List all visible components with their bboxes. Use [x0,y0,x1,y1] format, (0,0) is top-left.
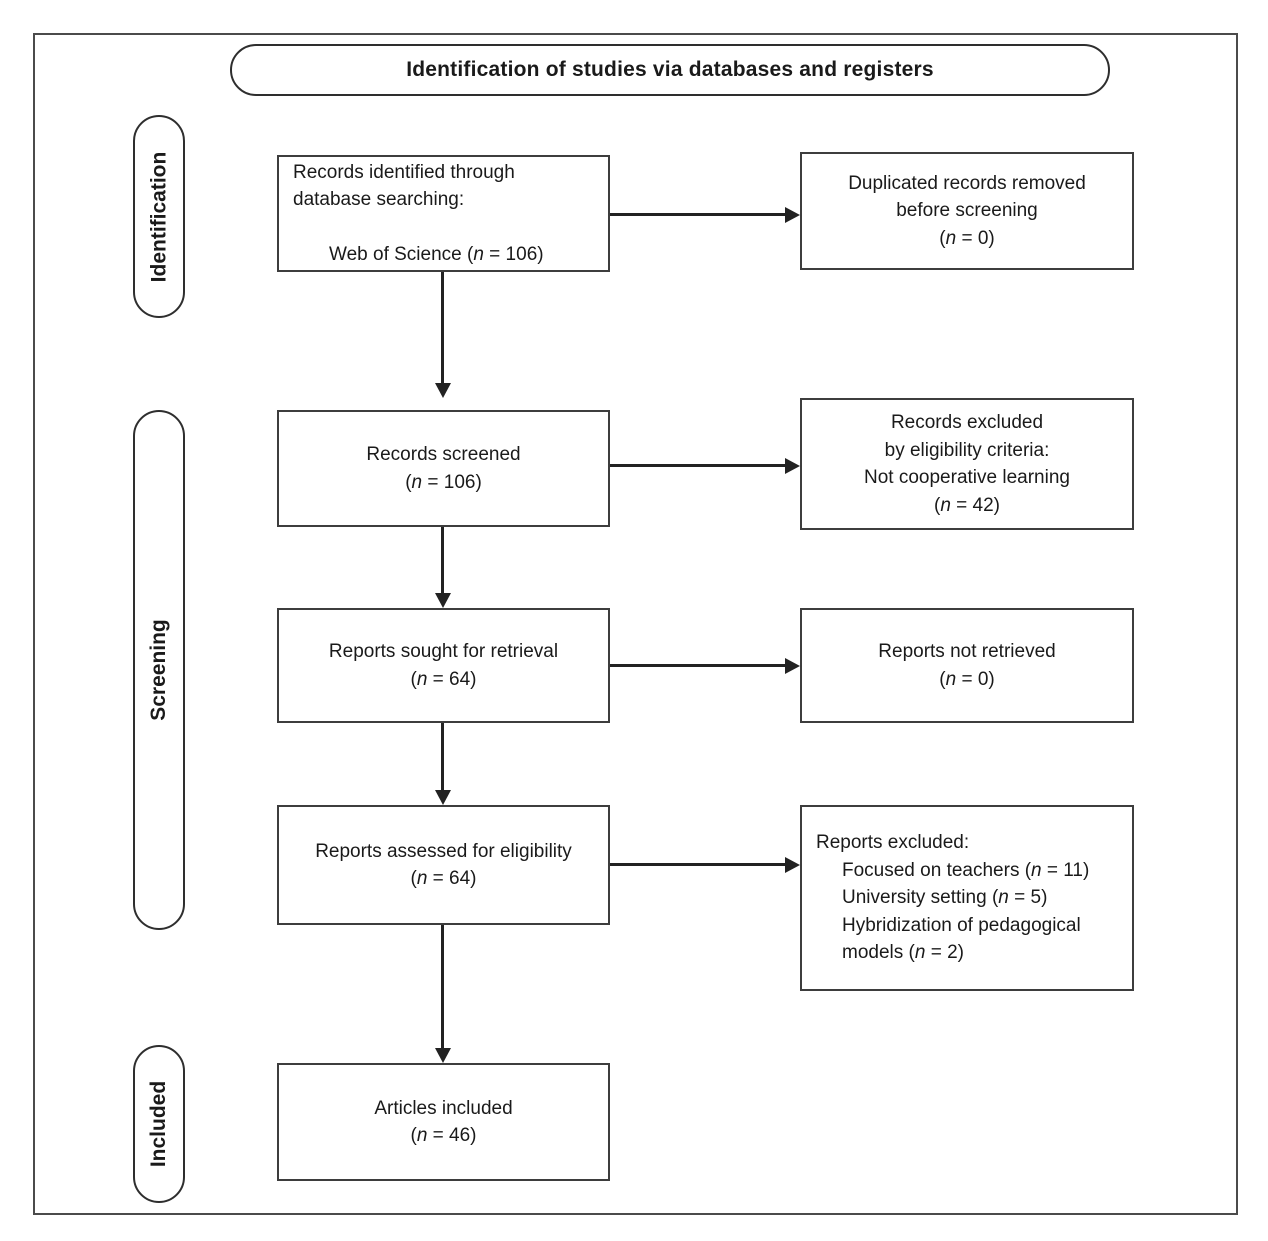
arrow-identified-to-duplicates-head [785,207,800,223]
stage-label-screening: Screening [147,619,171,721]
box-records-excluded: Records excluded by eligibility criteria:… [800,398,1134,530]
text-line: Web of Science (n = 106) [329,244,544,265]
text-line: Reports assessed for eligibility [315,840,572,862]
text-line: (n = 0) [939,668,995,690]
text-line: Focused on teachers (n = 11) [842,859,1090,881]
arrow-sought-to-notretrieved-head [785,658,800,674]
arrow-sought-to-assessed-head [435,790,451,805]
text-line: (n = 0) [939,227,995,249]
text-line: (n = 46) [410,1125,477,1146]
diagram-title: Identification of studies via databases … [406,58,934,81]
text-line: (n = 64) [410,668,477,690]
box-records-screened: Records screened (n = 106) [277,410,610,527]
stage-pill-screening: Screening [133,410,185,930]
arrow-assessed-to-included-line [441,925,444,1048]
box-reports-excluded: Reports excluded: Focused on teachers (n … [800,805,1134,991]
text-line: University setting (n = 5) [842,887,1048,909]
arrow-screened-to-sought-head [435,593,451,608]
arrow-sought-to-assessed-line [441,723,444,790]
arrow-assessed-to-excluded-head [785,857,800,873]
text-line: Reports not retrieved [878,641,1056,662]
box-reports-sought: Reports sought for retrieval (n = 64) [277,608,610,723]
arrow-identified-to-duplicates-line [610,213,785,216]
text-line: database searching: [293,189,465,210]
box-articles-included: Articles included (n = 46) [277,1063,610,1181]
text-line: Not cooperative learning [864,467,1070,488]
arrow-assessed-to-excluded-line [610,863,785,866]
stage-pill-identification: Identification [133,115,185,318]
arrow-screened-to-excluded-line [610,464,785,467]
text-line: (n = 64) [410,868,477,889]
text-line: Duplicated records removed [848,172,1086,194]
arrow-identified-to-screened-line [441,272,444,383]
text-line [293,214,594,242]
stage-label-included: Included [147,1080,170,1168]
text-line: Hybridization of pedagogical [842,914,1081,936]
box-records-identified: Records identified through database searc… [277,155,610,272]
text-line: Reports excluded: [816,832,970,854]
stage-pill-included: Included [133,1045,185,1203]
stage-label-identification: Identification [147,151,171,282]
text-line: Records identified through [293,161,515,183]
arrow-screened-to-sought-line [441,527,444,593]
text-line: (n = 42) [933,494,1001,516]
text-line: Records screened [366,444,521,465]
arrow-sought-to-notretrieved-line [610,664,785,667]
arrow-assessed-to-included-head [435,1048,451,1063]
text-line: Records excluded [890,412,1044,433]
text-line: Articles included [374,1097,513,1119]
text-line: (n = 106) [405,471,482,493]
arrow-screened-to-excluded-head [785,458,800,474]
title-box: Identification of studies via databases … [230,44,1110,96]
arrow-identified-to-screened-head [435,383,451,398]
text-line: by eligibility criteria: [884,439,1050,461]
text-line: before screening [896,200,1038,222]
box-reports-not-retrieved: Reports not retrieved (n = 0) [800,608,1134,723]
box-reports-assessed: Reports assessed for eligibility (n = 64) [277,805,610,925]
text-line: Reports sought for retrieval [328,641,559,662]
text-line: models (n = 2) [842,942,964,964]
box-duplicates-removed: Duplicated records removed before screeni… [800,152,1134,270]
